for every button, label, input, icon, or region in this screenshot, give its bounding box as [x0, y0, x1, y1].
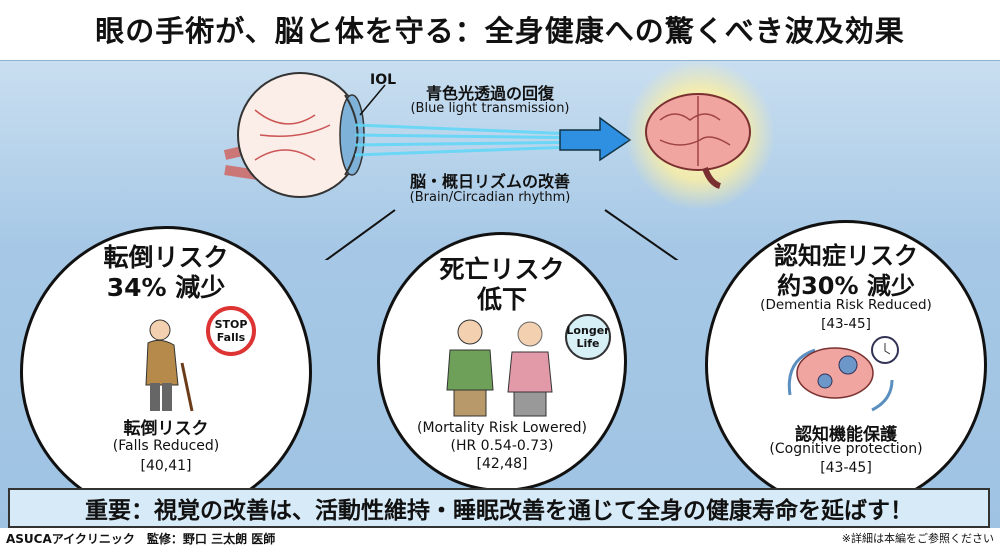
- falls-label-en: (Falls Reduced): [112, 438, 220, 454]
- blue-light-beam: [354, 116, 632, 162]
- falls-text: Falls: [216, 331, 246, 344]
- elderly-couple-icon: [446, 319, 553, 417]
- mortality-hr: (HR 0.54-0.73): [450, 438, 554, 454]
- cognitive-refs: [43-45]: [820, 460, 872, 476]
- dementia-label-en: (Dementia Risk Reduced): [760, 297, 932, 313]
- blue-light-subtitle: (Blue light transmission): [410, 101, 570, 116]
- cognitive-label-en: (Cognitive protection): [769, 441, 923, 457]
- cognitive-label-ja: 認知機能保護: [795, 425, 897, 445]
- circadian-subtitle: (Brain/Circadian rhythm): [409, 190, 571, 205]
- page-title: 眼の手術が、脳と体を守る：全身健康への驚くべき波及効果: [95, 14, 905, 48]
- connector-line-left: [324, 209, 396, 260]
- mortality-heading-2: 低下: [476, 285, 527, 314]
- falls-label-ja: 転倒リスク: [123, 419, 209, 439]
- key-message-banner: 重要：視覚の改善は、活動性維持・睡眠改善を通じて全身の健康寿命を延ばす！: [8, 488, 990, 528]
- dementia-refs: [43-45]: [821, 316, 871, 332]
- footer-note: ※詳細は本編をご参照ください: [841, 532, 994, 545]
- footer-credit: ASUCAアイクリニック 監修：野口 三太朗 医師: [6, 532, 276, 546]
- dementia-heading: 認知症リスク: [774, 242, 918, 270]
- mortality-refs: [42,48]: [476, 456, 528, 472]
- banner-text: 重要：視覚の改善は、活動性維持・睡眠改善を通じて全身の健康寿命を延ばす！: [85, 498, 913, 524]
- arrow-icon: [559, 116, 632, 162]
- falls-heading: 転倒リスク: [103, 243, 229, 272]
- circadian-title: 脳・概日リズムの改善: [409, 172, 570, 191]
- brain-gears-icon: [787, 336, 899, 412]
- falls-refs: [40,41]: [140, 458, 192, 474]
- elderly-man-cane-icon: [145, 319, 194, 412]
- eye-to-brain-illustration: [223, 60, 775, 260]
- connector-line-right: [604, 209, 679, 260]
- blue-light-title: 青色光透過の回復: [425, 84, 554, 103]
- badge-text-2: Life: [576, 337, 600, 350]
- mortality-label-en: (Mortality Risk Lowered): [417, 420, 587, 436]
- falls-percent: 34% 減少: [106, 273, 226, 302]
- stop-text: STOP: [214, 318, 248, 331]
- iol-label: IOL: [370, 72, 397, 88]
- badge-text-1: Longer: [566, 324, 610, 337]
- dementia-percent: 約30% 減少: [777, 272, 915, 300]
- brain-icon: [625, 60, 775, 210]
- mortality-heading: 死亡リスク: [439, 255, 565, 284]
